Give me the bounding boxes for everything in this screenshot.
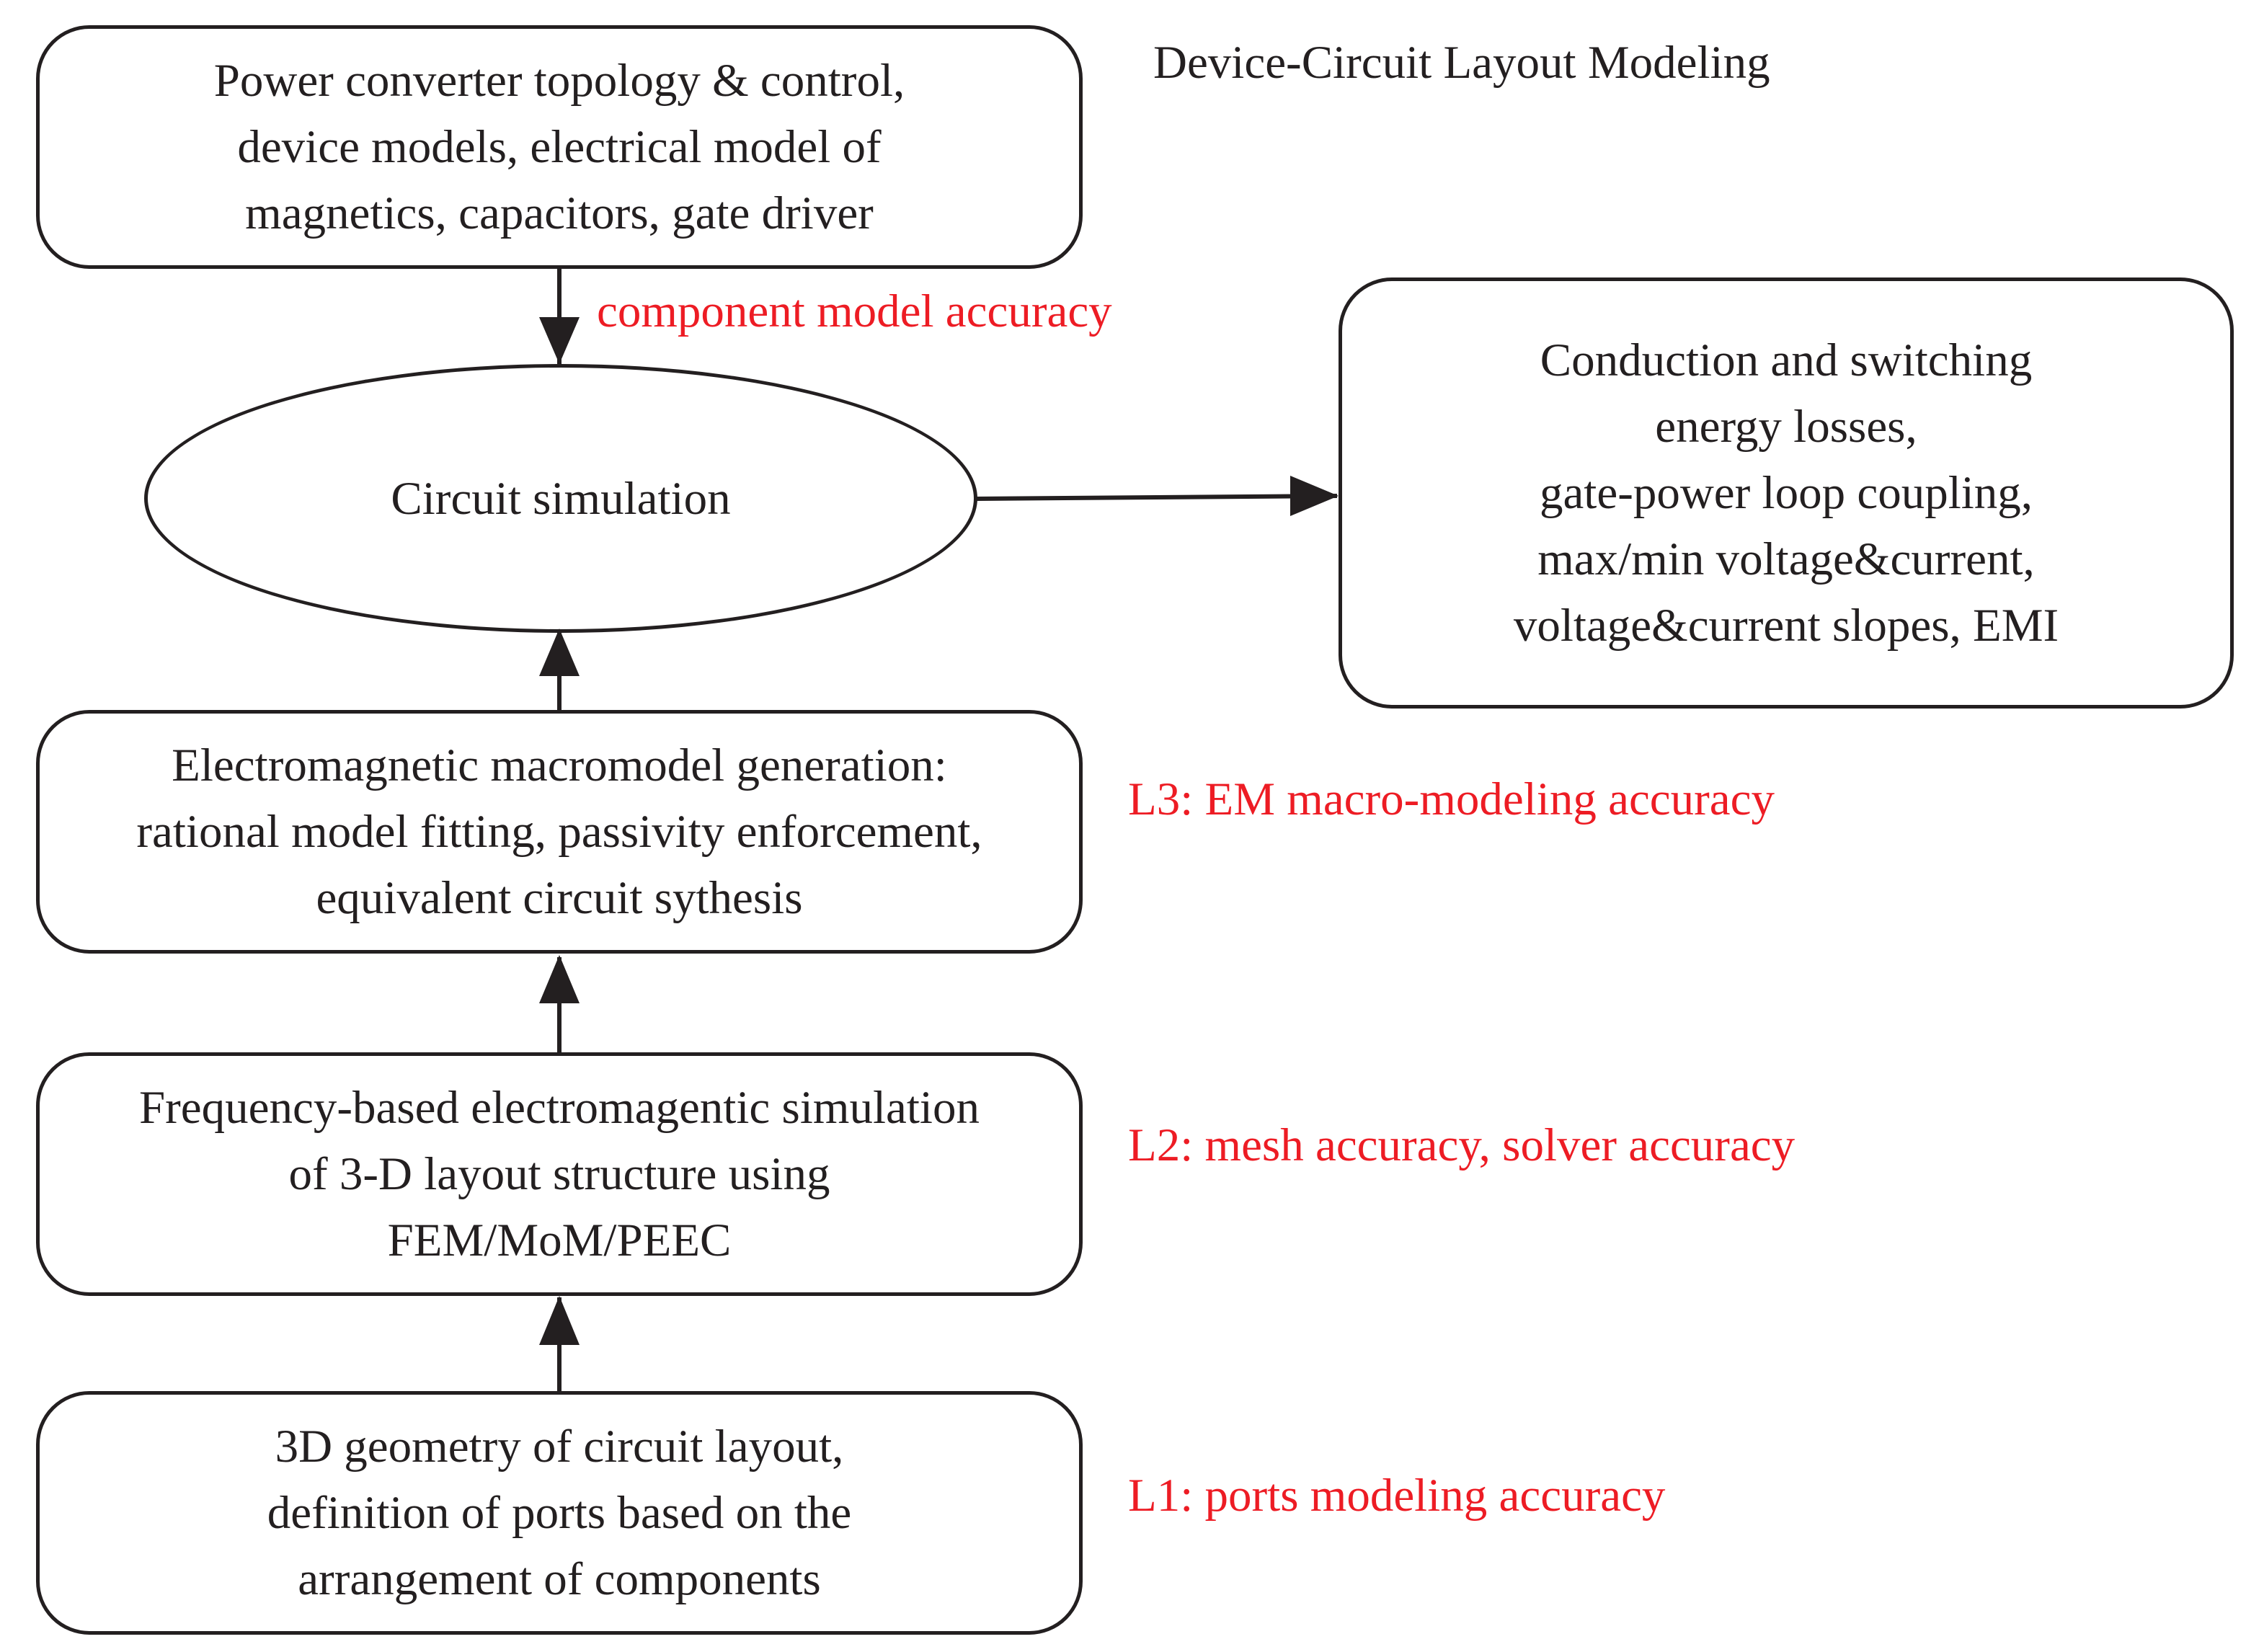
circuit-simulation-node: Circuit simulation bbox=[144, 364, 977, 633]
outputs-line: voltage&current slopes, EMI bbox=[1513, 600, 2059, 652]
macromodel-box: Electromagnetic macromodel generation: r… bbox=[36, 710, 1083, 954]
geometry-box: 3D geometry of circuit layout, definitio… bbox=[36, 1391, 1083, 1635]
arrowhead-up bbox=[539, 1296, 580, 1345]
inputs-box: Power converter topology & control, devi… bbox=[36, 25, 1083, 269]
outputs-box: Conduction and switching energy losses, … bbox=[1339, 277, 2234, 709]
geometry-line: 3D geometry of circuit layout, bbox=[275, 1421, 844, 1473]
em-simulation-line: of 3-D layout structure using bbox=[288, 1148, 830, 1200]
inputs-line: magnetics, capacitors, gate driver bbox=[245, 187, 874, 239]
outputs-line: gate-power loop coupling, bbox=[1539, 467, 2033, 519]
arrow-simulation-to-outputs bbox=[975, 494, 1338, 501]
geometry-line: definition of ports based on the bbox=[267, 1487, 852, 1539]
macromodel-line: rational model fitting, passivity enforc… bbox=[136, 806, 982, 858]
l2-accuracy-note: L2: mesh accuracy, solver accuracy bbox=[1128, 1119, 1796, 1171]
component-accuracy-note: component model accuracy bbox=[597, 285, 1112, 337]
diagram-title: Device-Circuit Layout Modeling bbox=[1153, 37, 1770, 89]
arrowhead-up bbox=[539, 955, 580, 1003]
em-simulation-line: Frequency-based electromagentic simulati… bbox=[139, 1082, 980, 1134]
l3-accuracy-note: L3: EM macro-modeling accuracy bbox=[1128, 773, 1775, 825]
outputs-line: energy losses, bbox=[1655, 401, 1917, 453]
arrowhead-down bbox=[539, 317, 580, 364]
macromodel-line: equivalent circuit sythesis bbox=[316, 872, 803, 924]
inputs-line: device models, electrical model of bbox=[237, 121, 882, 173]
l1-accuracy-note: L1: ports modeling accuracy bbox=[1128, 1470, 1666, 1522]
geometry-line: arrangement of components bbox=[298, 1553, 821, 1605]
em-simulation-line: FEM/MoM/PEEC bbox=[387, 1214, 732, 1266]
outputs-line: Conduction and switching bbox=[1540, 334, 2033, 386]
arrowhead-right bbox=[1290, 476, 1339, 516]
macromodel-line: Electromagnetic macromodel generation: bbox=[172, 740, 947, 791]
circuit-simulation-label: Circuit simulation bbox=[391, 472, 731, 525]
outputs-line: max/min voltage&current, bbox=[1537, 533, 2035, 585]
em-simulation-box: Frequency-based electromagentic simulati… bbox=[36, 1052, 1083, 1296]
inputs-line: Power converter topology & control, bbox=[213, 55, 905, 107]
arrowhead-up bbox=[539, 629, 580, 676]
